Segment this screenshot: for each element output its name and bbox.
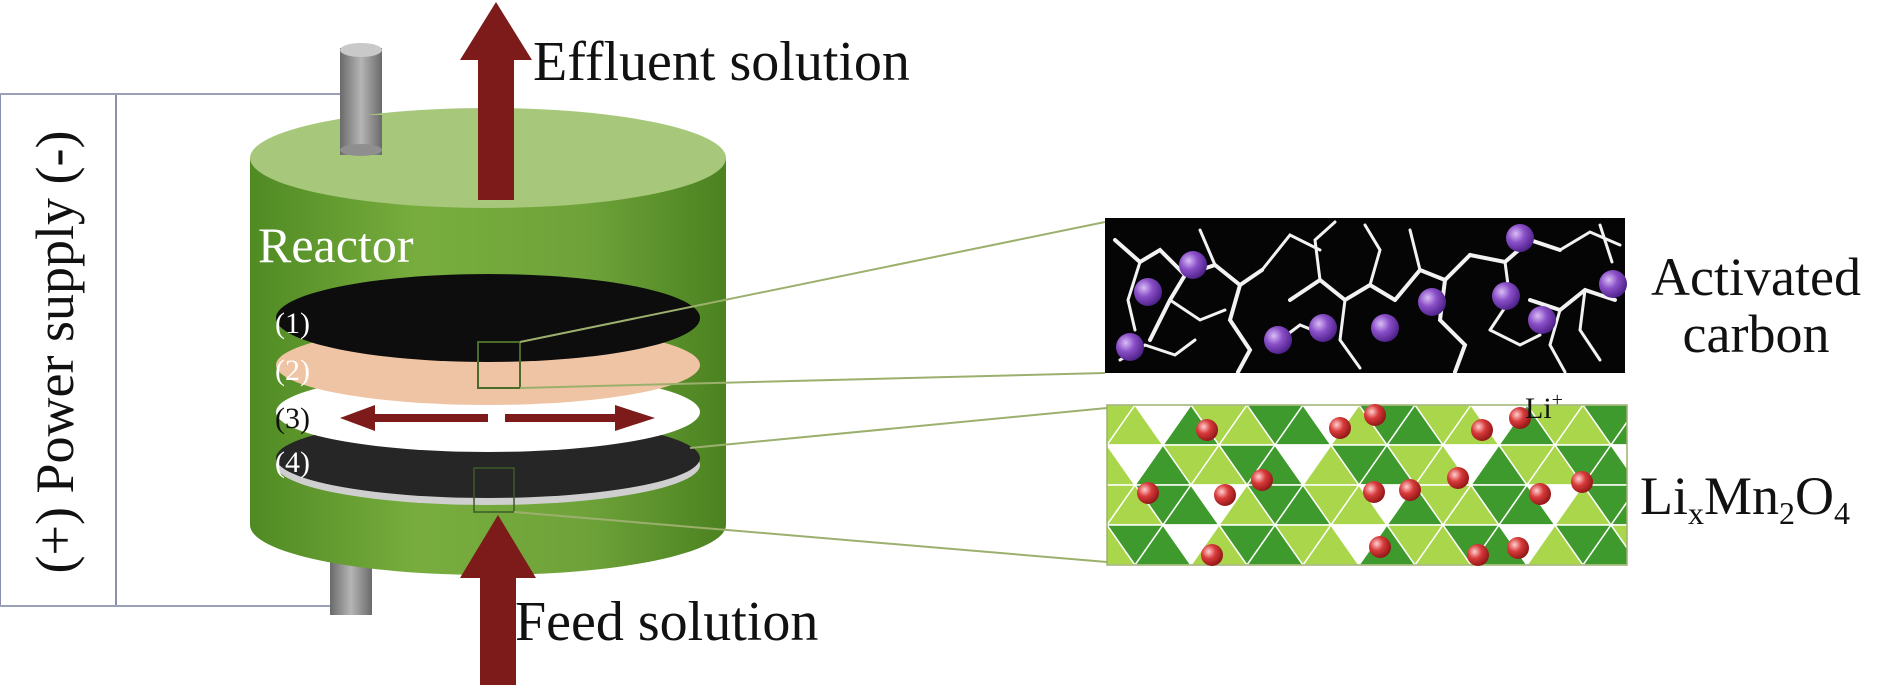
lmo-octahedron bbox=[1751, 405, 1807, 445]
flow-arrow-right bbox=[505, 405, 655, 431]
lmo-tetrahedron bbox=[1639, 525, 1695, 565]
layer-3-label: (3) bbox=[275, 402, 310, 435]
layer-2-label: (2) bbox=[275, 354, 310, 387]
lmo-octahedron bbox=[1107, 444, 1109, 447]
top-rod-cap bbox=[340, 43, 382, 57]
li-ion-symbol: Li bbox=[1525, 392, 1552, 425]
connector-carbon-bottom bbox=[519, 372, 1106, 389]
lmo-inset bbox=[995, 404, 1835, 566]
flow-arrow-left bbox=[340, 405, 488, 431]
feed-arrow bbox=[460, 515, 536, 685]
zoom-box-upper bbox=[477, 341, 521, 389]
layer-1-label: (1) bbox=[275, 307, 310, 340]
lmo-formula-o: O bbox=[1795, 466, 1834, 526]
lmo-formula-li: Li bbox=[1640, 466, 1688, 526]
lmo-octahedron bbox=[1609, 524, 1627, 550]
li-ions bbox=[1137, 404, 1593, 566]
lmo-tetrahedron bbox=[1107, 523, 1109, 526]
layer-4-label: (4) bbox=[275, 446, 310, 479]
lmo-tetrahedron bbox=[1609, 500, 1627, 526]
lmo-formula-2: 2 bbox=[1779, 495, 1795, 531]
channel-flow-arrows bbox=[340, 405, 655, 431]
li-ion-charge: + bbox=[1552, 389, 1563, 411]
lmo-tetrahedron bbox=[1667, 405, 1723, 445]
lmo-octahedron bbox=[1639, 405, 1695, 445]
lmo-tetrahedron bbox=[995, 405, 1051, 445]
electrode-stack bbox=[276, 274, 700, 513]
lmo-tetrahedron bbox=[995, 485, 1051, 525]
connector-lmo-top bbox=[689, 407, 1108, 449]
lmo-formula-mn: Mn bbox=[1704, 466, 1779, 526]
lmo-formula-4: 4 bbox=[1834, 495, 1850, 531]
lmo-tetrahedron bbox=[1695, 525, 1751, 565]
adsorbed-ions bbox=[1116, 224, 1627, 361]
lmo-octahedron bbox=[1023, 485, 1079, 525]
li-ion-label: Li+ bbox=[1525, 389, 1563, 425]
lmo-tetrahedron bbox=[1023, 445, 1079, 485]
activated-carbon-label-line1: Activated bbox=[1651, 247, 1861, 307]
connector-carbon-top bbox=[519, 221, 1106, 343]
top-rod-joint bbox=[340, 144, 382, 156]
lmo-octahedron bbox=[1779, 525, 1835, 565]
lmo-octahedron bbox=[1667, 525, 1723, 565]
effluent-arrow bbox=[460, 2, 532, 200]
lmo-octahedron bbox=[1723, 525, 1779, 565]
reactor-label: Reactor bbox=[258, 217, 414, 273]
lmo-tetrahedron bbox=[1609, 420, 1627, 446]
connector-lmo-bottom bbox=[513, 511, 1108, 563]
zoom-box-lower bbox=[473, 467, 515, 513]
lmo-tetrahedron bbox=[1751, 525, 1807, 565]
lmo-formula-label: LixMn2O4 bbox=[1640, 466, 1850, 531]
lmo-octahedron bbox=[1695, 405, 1751, 445]
lmo-formula-x: x bbox=[1688, 495, 1704, 531]
power-supply-circuit bbox=[0, 93, 360, 607]
zoom-connectors bbox=[513, 221, 1108, 563]
activated-carbon-inset bbox=[1105, 218, 1627, 373]
effluent-label: Effluent solution bbox=[533, 31, 910, 93]
feed-label: Feed solution bbox=[515, 591, 818, 653]
lmo-inset-frame bbox=[1106, 404, 1628, 566]
lmo-octahedron bbox=[1609, 444, 1627, 470]
activated-carbon-label-line2: carbon bbox=[1683, 304, 1830, 364]
layer-1-carbon-electrode bbox=[276, 274, 700, 362]
power-supply-label: (+) Power supply (-) bbox=[25, 131, 85, 574]
lmo-tetrahedron bbox=[1723, 405, 1779, 445]
